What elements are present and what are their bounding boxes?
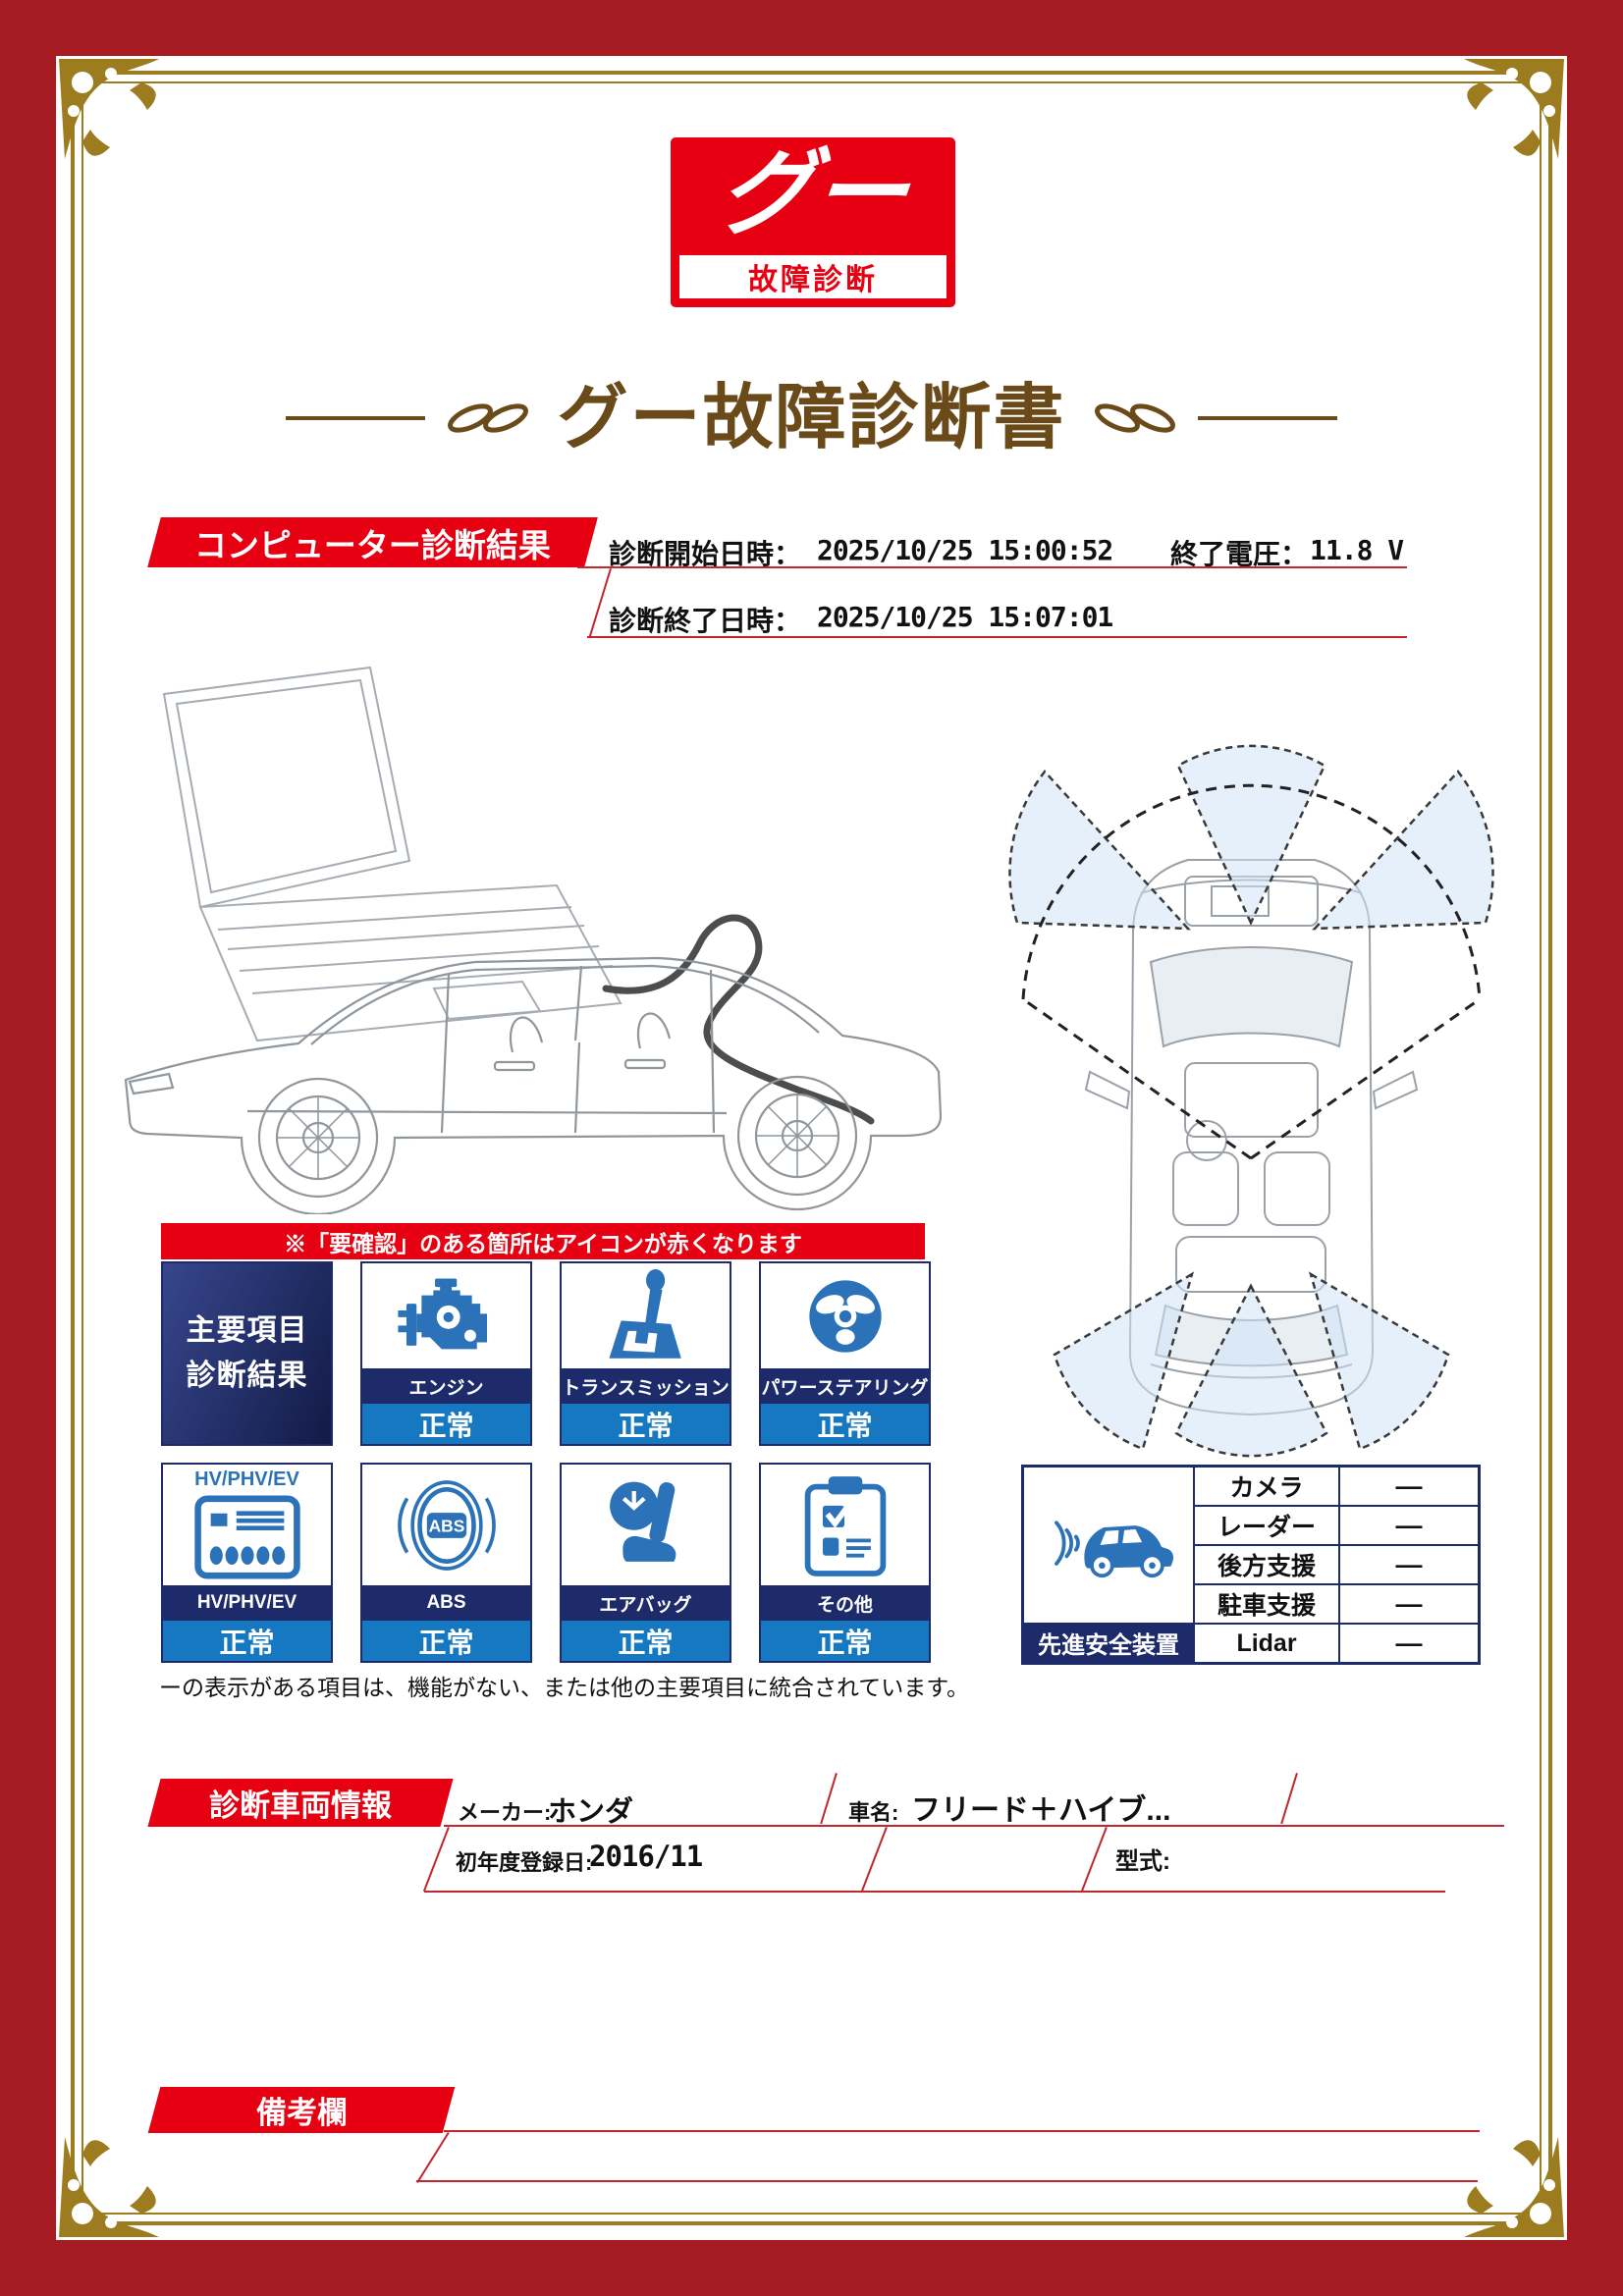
clipboard-check-icon xyxy=(804,1475,886,1576)
corner-ornament-icon xyxy=(1464,59,1564,159)
hv-caption: HV/PHV/EV xyxy=(194,1468,299,1490)
remarks-line-1 xyxy=(444,2130,1480,2132)
goo-logo: グー 故障診断 xyxy=(671,137,955,307)
item-label: エンジン xyxy=(362,1368,530,1404)
remarks-line-2 xyxy=(416,2180,1478,2182)
diagnosis-item-abs: ABS ABS 正常 xyxy=(360,1463,532,1663)
item-label: ABS xyxy=(362,1585,530,1621)
diagnosis-item-engine: エンジン 正常 xyxy=(360,1261,532,1446)
model-code-label: 型式: xyxy=(1115,1848,1170,1875)
divider-line xyxy=(444,1825,1504,1827)
item-status: 正常 xyxy=(163,1621,331,1661)
item-label: HV/PHV/EV xyxy=(163,1585,331,1621)
section-banner-computer-diagnosis: コンピューター診断結果 xyxy=(147,517,598,567)
diagnosis-end-value: 2025/10/25 15:07:01 xyxy=(817,601,1113,633)
diagnosis-item-other: その他 正常 xyxy=(759,1463,931,1663)
sensor-coverage-topview-illustration xyxy=(1008,744,1494,1458)
diagnosis-item-hv: HV/PHV/EV HV/PHV/EV 正常 xyxy=(161,1463,333,1663)
item-status: 正常 xyxy=(562,1621,730,1661)
end-voltage-value: 11.8 V xyxy=(1310,534,1404,566)
corner-ornament-icon xyxy=(1464,2137,1564,2237)
row-value: — xyxy=(1395,1628,1423,1658)
item-label: パワーステアリング xyxy=(761,1368,929,1404)
row-label: レーダー xyxy=(1195,1507,1340,1544)
table-row: レーダー — xyxy=(1195,1507,1478,1546)
title-flourish-icon xyxy=(448,403,529,433)
page-title: グー故障診断書 xyxy=(557,379,1066,457)
adas-caption: 先進安全装置 xyxy=(1024,1623,1193,1662)
diagnosis-item-power-steering: パワーステアリング 正常 xyxy=(759,1261,931,1446)
main-items-header-cell: 主要項目 診断結果 xyxy=(161,1261,333,1446)
gold-border-outer xyxy=(71,71,1552,2225)
obd-cable xyxy=(602,914,875,1125)
table-row: 後方支援 — xyxy=(1195,1546,1478,1585)
item-status: 正常 xyxy=(362,1404,530,1444)
abs-icon: ABS xyxy=(397,1479,496,1571)
diagnosis-item-airbag: エアバッグ 正常 xyxy=(560,1463,731,1663)
item-label: エアバッグ xyxy=(562,1585,730,1621)
diagnosis-start-label: 診断開始日時： xyxy=(609,539,802,569)
title-rule-left xyxy=(286,416,426,420)
item-label: その他 xyxy=(761,1585,929,1621)
report-title-row: グー故障診断書 xyxy=(0,373,1623,463)
section-banner-remarks: 備考欄 xyxy=(147,2087,456,2133)
steering-wheel-icon xyxy=(808,1279,882,1353)
corner-ornament-icon xyxy=(59,59,159,159)
goo-logo-subtitle: 故障診断 xyxy=(679,255,947,298)
table-row: カメラ — xyxy=(1195,1468,1478,1507)
row-label: Lidar xyxy=(1195,1625,1340,1662)
advanced-safety-table: 先進安全装置 カメラ — レーダー — 後方支援 — 駐車支援 — Lidar … xyxy=(1021,1465,1481,1665)
transmission-icon xyxy=(608,1268,681,1359)
section-banner-vehicle-info: 診断車両情報 xyxy=(147,1779,454,1827)
row-label: 駐車支援 xyxy=(1195,1585,1340,1623)
divider-line xyxy=(577,566,1407,568)
divider-line xyxy=(424,1891,1445,1893)
corner-ornament-icon xyxy=(59,2137,159,2237)
diagnosis-end-label: 診断終了日時： xyxy=(609,606,802,636)
airbag-icon xyxy=(609,1481,676,1562)
title-flourish-icon xyxy=(1094,403,1175,433)
divider-line xyxy=(587,636,1407,638)
first-registration-label: 初年度登録日: xyxy=(456,1850,593,1875)
row-label: カメラ xyxy=(1195,1468,1340,1505)
table-row: 駐車支援 — xyxy=(1195,1585,1478,1625)
maker-label: メーカー: xyxy=(458,1800,552,1825)
item-label: トランスミッション xyxy=(562,1368,730,1404)
end-voltage-label: 終了電圧： xyxy=(1170,539,1309,569)
item-status: 正常 xyxy=(362,1621,530,1661)
attention-note-bar: ※「要確認」のある箇所はアイコンが赤くなります xyxy=(161,1223,925,1259)
goo-logo-text: グー xyxy=(713,141,913,246)
car-name-value: フリード＋ハイブ... xyxy=(911,1794,1171,1827)
row-value: — xyxy=(1395,1470,1423,1501)
row-label: 後方支援 xyxy=(1195,1546,1340,1583)
row-value: — xyxy=(1395,1510,1423,1540)
row-value: — xyxy=(1395,1549,1423,1579)
engine-icon xyxy=(397,1278,487,1349)
table-row: Lidar — xyxy=(1195,1625,1478,1662)
row-value: — xyxy=(1395,1588,1423,1619)
gold-border-inner xyxy=(81,81,1542,2215)
diagnosis-start-value: 2025/10/25 15:00:52 xyxy=(817,534,1113,566)
title-rule-right xyxy=(1197,416,1337,420)
item-status: 正常 xyxy=(761,1621,929,1661)
adas-car-icon xyxy=(1055,1521,1174,1578)
maker-value: ホンダ xyxy=(548,1796,634,1828)
item-status: 正常 xyxy=(562,1404,730,1444)
item-status: 正常 xyxy=(761,1404,929,1444)
first-registration-value: 2016/11 xyxy=(589,1840,703,1873)
diagnosis-item-transmission: トランスミッション 正常 xyxy=(560,1261,731,1446)
diagnostic-laptop-car-illustration xyxy=(124,666,943,1214)
car-name-label: 車名: xyxy=(848,1800,899,1825)
grid-footnote: ーの表示がある項目は、機能がない、または他の主要項目に統合されています。 xyxy=(159,1675,970,1700)
hv-battery-icon xyxy=(193,1495,300,1579)
svg-text:ABS: ABS xyxy=(428,1516,464,1535)
